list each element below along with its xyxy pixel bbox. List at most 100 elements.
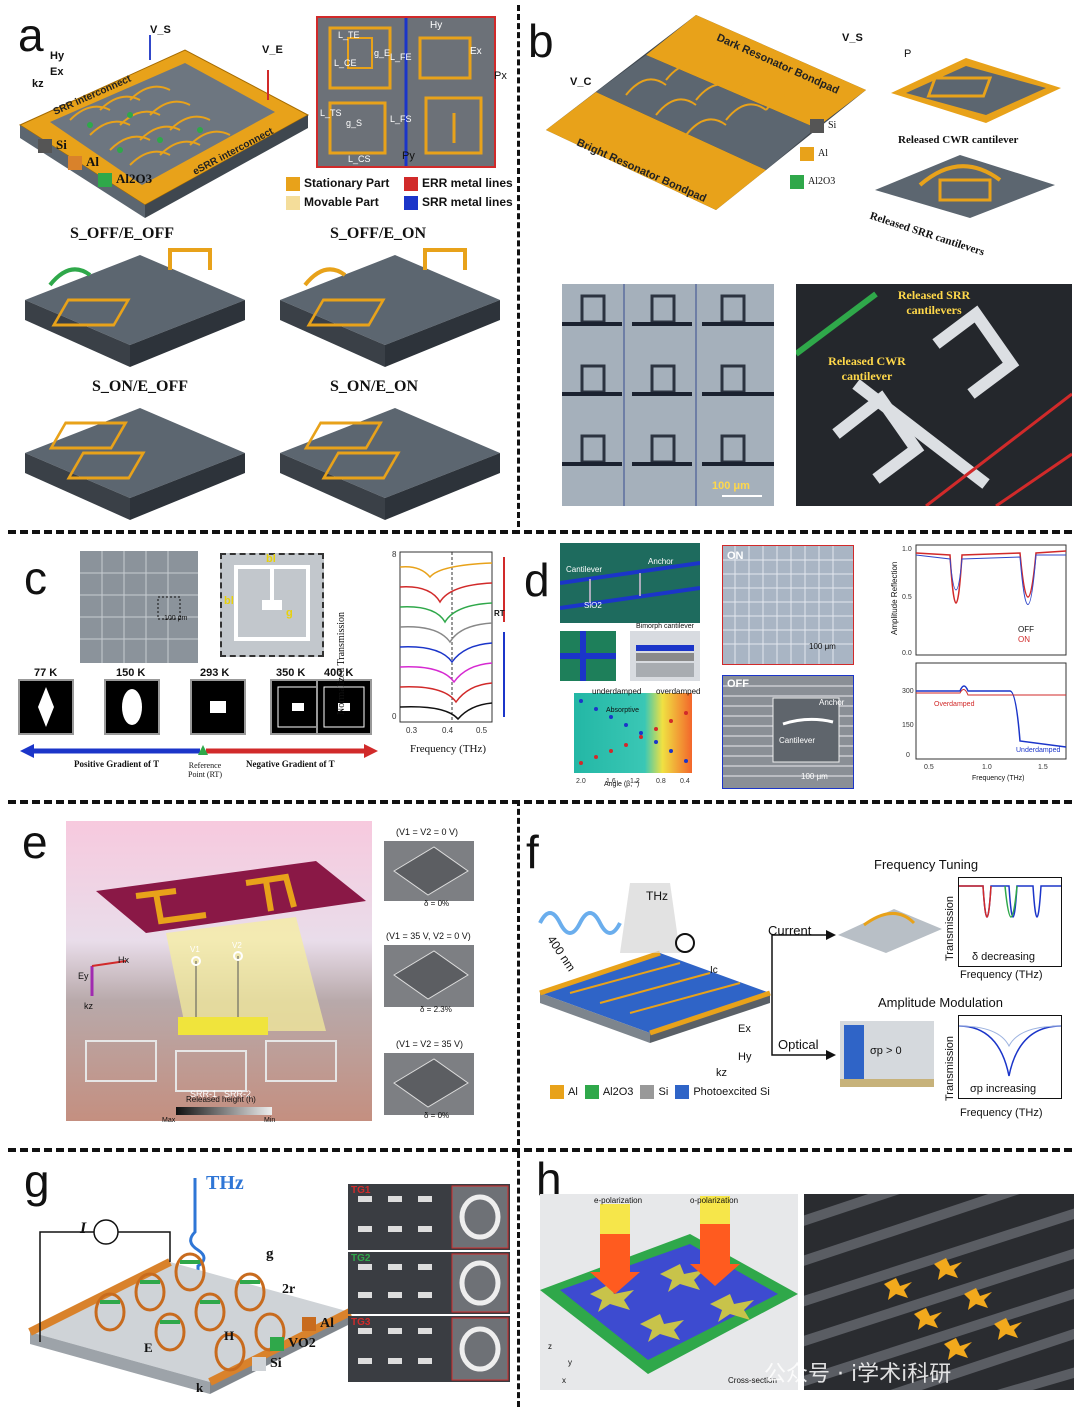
tg2-label: TG2 bbox=[351, 1253, 371, 1264]
f-legend: Al Al2O3 Si Photoexcited Si bbox=[550, 1085, 770, 1099]
legend-al-b: Al bbox=[800, 140, 836, 168]
state-illustration-4 bbox=[280, 408, 500, 520]
sem-image-b-right: Released SRR cantilevers Released CWR ca… bbox=[796, 284, 1072, 506]
tg3-image: TG3 bbox=[348, 1316, 510, 1382]
svg-text:0.5: 0.5 bbox=[924, 764, 934, 771]
e-v2: V2 bbox=[232, 941, 242, 950]
d-label-anchor: Anchor bbox=[648, 557, 674, 566]
voltage-vc-b: V_C bbox=[570, 76, 592, 88]
label-lts: L_TS bbox=[320, 108, 342, 118]
scale-c: 100 μm bbox=[164, 615, 188, 622]
tg2-image: TG2 bbox=[348, 1252, 510, 1314]
sem-image-b-left: 100 μm bbox=[562, 284, 774, 506]
sem-on: ON 100 μm bbox=[722, 545, 854, 665]
panel-h-sem bbox=[804, 1194, 1074, 1390]
e-state3-image bbox=[384, 1053, 474, 1115]
svg-text:0.4: 0.4 bbox=[442, 726, 454, 735]
state-illustration-2 bbox=[280, 248, 500, 367]
label-px: Px bbox=[494, 70, 507, 82]
voltage-vs-b: V_S bbox=[842, 32, 863, 44]
material-legend-a: Si Al Al2O3 bbox=[38, 136, 152, 188]
h-axis-y: y bbox=[568, 1358, 572, 1367]
panel-label-e: e bbox=[22, 816, 48, 868]
panel-b-unit-cell bbox=[891, 58, 1061, 123]
panel-f-arrows bbox=[771, 930, 836, 1060]
panel-label-f: f bbox=[526, 826, 539, 878]
f-tuning-plot bbox=[958, 877, 1062, 967]
phase-underdamped: Underdamped bbox=[1016, 747, 1061, 754]
divider-vertical-mid bbox=[517, 800, 520, 1145]
e-field-kz: kz bbox=[84, 1001, 93, 1011]
legend-al2o3: Al2O3 bbox=[98, 170, 152, 188]
label-ex: Ex bbox=[470, 46, 482, 57]
f-legend-al: Al bbox=[568, 1085, 578, 1098]
h-e-pol: e-polarization bbox=[594, 1196, 643, 1205]
refl-legend-off: OFF bbox=[1018, 625, 1034, 634]
label-p: P bbox=[904, 48, 912, 60]
f-frequency-tuning: Frequency Tuning bbox=[874, 857, 979, 872]
sem-off-anchor: Anchor bbox=[819, 698, 845, 707]
f-axis-kz: kz bbox=[716, 1067, 727, 1079]
sem-released-srr: Released SRR cantilevers bbox=[897, 288, 971, 317]
svg-text:300: 300 bbox=[902, 688, 914, 695]
f-axis-ex: Ex bbox=[738, 1023, 751, 1035]
legend-al: Al bbox=[68, 153, 152, 171]
panel-a-device-illustration: SRR interconnect eSRR interconnect bbox=[18, 35, 310, 218]
qf-xlabel: Angle (β, °) bbox=[604, 781, 640, 788]
g-axis-e: E bbox=[144, 1340, 153, 1355]
svg-text:0.4: 0.4 bbox=[680, 778, 690, 785]
panel-d-cross-section bbox=[630, 631, 700, 681]
label-lfs: L_FS bbox=[390, 114, 412, 124]
watermark: 公众号 · i学术i科研 bbox=[764, 1362, 952, 1387]
e-field-hx: Hx bbox=[118, 955, 129, 965]
svg-text:0.8: 0.8 bbox=[656, 778, 666, 785]
svg-text:1.0: 1.0 bbox=[982, 764, 992, 771]
temp-label-2: 150 K bbox=[116, 667, 146, 679]
f-legend-al2o3: Al2O3 bbox=[602, 1085, 634, 1098]
f-sigma: σp > 0 bbox=[870, 1045, 902, 1057]
legend-movable: Movable Part bbox=[286, 193, 389, 212]
svg-text:150: 150 bbox=[902, 722, 914, 729]
svg-text:0.5: 0.5 bbox=[476, 726, 488, 735]
svg-text:0.5: 0.5 bbox=[902, 594, 912, 601]
f-frequency-1: Frequency (THz) bbox=[960, 969, 1043, 981]
legend-al2o3-b: Al2O3 bbox=[790, 168, 836, 196]
svg-text:1.2: 1.2 bbox=[630, 778, 640, 785]
panel-d-top-view bbox=[560, 631, 616, 681]
f-transmission-1: Transmission bbox=[944, 896, 956, 961]
svg-text:0.3: 0.3 bbox=[406, 726, 418, 735]
f-optical-cell bbox=[840, 1021, 934, 1087]
d-label-sio2: SiO2 bbox=[584, 601, 602, 610]
f-legend-si: Si bbox=[658, 1085, 669, 1098]
axis-ex: Ex bbox=[50, 66, 64, 78]
freq-xlabel: Frequency (THz) bbox=[972, 775, 1025, 782]
label-lcs: L_CS bbox=[348, 154, 371, 164]
chart-c-rt: RT bbox=[494, 609, 505, 618]
parts-legend: Stationary Part Movable Part bbox=[286, 174, 389, 212]
e-field-ey: Ey bbox=[78, 971, 89, 981]
panel-e: e SRR-1 SRR-2 Ey Hx kz V1 V2 Released he… bbox=[0, 805, 515, 1145]
label-lce: L_CE bbox=[334, 58, 357, 68]
panel-a: a SRR interconnect eSRR interconnect Hy … bbox=[0, 0, 515, 528]
h-o-pol: o-polarization bbox=[690, 1196, 739, 1205]
temp-image-5 bbox=[316, 679, 372, 735]
sem-off-label: OFF bbox=[727, 678, 749, 690]
unit-label-bl-side: bl bbox=[224, 595, 234, 607]
e-state1-delta: δ = 0% bbox=[424, 899, 450, 908]
scale-bar-b: 100 μm bbox=[712, 480, 750, 492]
label-lfe: L_FE bbox=[390, 52, 412, 62]
label-hy: Hy bbox=[430, 20, 443, 31]
legend-srr: SRR metal lines bbox=[404, 193, 513, 212]
temp-label-4: 350 K bbox=[276, 667, 306, 679]
divider-horizontal-2 bbox=[8, 800, 1072, 804]
svg-text:1.0: 1.0 bbox=[902, 546, 912, 553]
voltage-ve: V_E bbox=[262, 44, 283, 56]
qf-absorptive: Absorptive bbox=[606, 707, 640, 714]
state-illustration-3 bbox=[25, 408, 245, 520]
divider-vertical-top bbox=[517, 5, 520, 527]
temp-image-3 bbox=[190, 679, 246, 735]
e-srr2: SRR-2 bbox=[224, 1089, 252, 1099]
temp-label-3: 293 K bbox=[200, 667, 230, 679]
panel-label-b: b bbox=[528, 15, 554, 67]
